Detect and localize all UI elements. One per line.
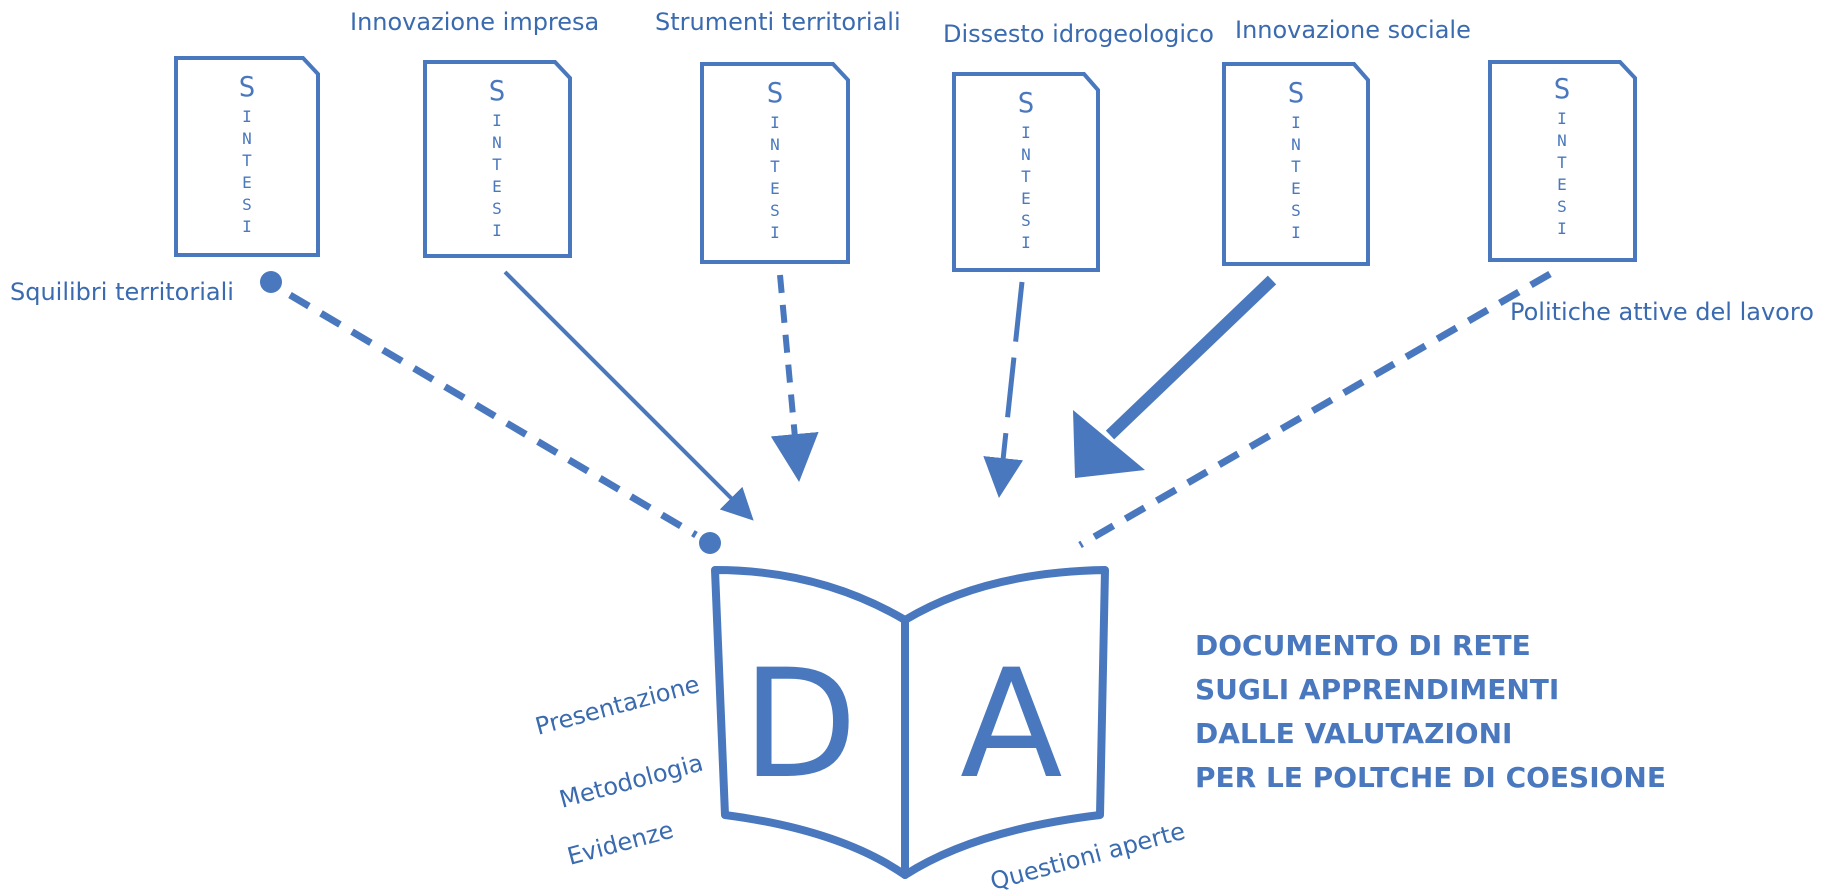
document-title-line: DOCUMENTO DI RETE [1195,629,1531,662]
letter: I [770,223,780,242]
book-icon: D A [711,566,1109,879]
letter: S [1291,201,1301,220]
letter: T [770,157,780,176]
letter: E [770,179,780,198]
label-dissesto-idrogeologico: Dissesto idrogeologico [943,20,1214,48]
letter: I [1291,223,1301,242]
letter: E [1557,175,1567,194]
letter: S [1018,86,1035,119]
sintesi-letters-4: S I N T E S I [1018,86,1035,252]
letter: T [1021,167,1031,186]
letter: I [242,107,252,126]
letter: N [770,135,780,154]
document-title-line: PER LE POLTCHE DI COESIONE [1195,761,1666,794]
letter: N [492,133,502,152]
letter: I [1291,113,1301,132]
letter: I [242,217,252,236]
label-politiche-attive-lavoro: Politiche attive del lavoro [1510,298,1814,326]
letter: N [242,129,252,148]
letter: E [242,173,252,192]
letter: S [492,199,502,218]
connector-6 [1078,270,1552,549]
connector-3 [770,274,819,482]
label-squilibri-territoriali: Squilibri territoriali [10,278,234,306]
letter: S [1557,197,1567,216]
sintesi-letters-3: S I N T E S I [767,76,784,242]
letter: I [492,221,502,240]
letter: S [489,74,506,107]
sintesi-letters-2: S I N T E S I [489,74,506,240]
label-evidenze: Evidenze [564,816,676,871]
sintesi-doc-4 [952,72,1100,272]
letter: I [770,113,780,132]
book-letter-d: D [742,638,858,812]
letter: T [242,151,252,170]
letter: S [1021,211,1031,230]
letter: N [1291,135,1301,154]
label-innovazione-sociale: Innovazione sociale [1235,16,1471,44]
letter: E [1291,179,1301,198]
letter: N [1557,131,1567,150]
sintesi-letters-1: S I N T E S I [239,70,256,236]
letter: I [492,111,502,130]
label-presentazione: Presentazione [532,670,702,741]
letter: S [770,201,780,220]
connector-1 [260,271,721,554]
sintesi-doc-3 [700,62,850,264]
document-title: DOCUMENTO DI RETE SUGLI APPRENDIMENTI DA… [1195,624,1666,800]
letter: E [492,177,502,196]
sintesi-letters-6: S I N T E S I [1554,72,1571,238]
letter: E [1021,189,1031,208]
letter: N [1021,145,1031,164]
document-title-line: SUGLI APPRENDIMENTI [1195,673,1560,706]
document-title-line: DALLE VALUTAZIONI [1195,717,1513,750]
letter: I [1021,233,1031,252]
sintesi-doc-1 [174,56,320,257]
book-letter-a: A [960,638,1063,812]
letter: I [1557,219,1567,238]
letter: I [1557,109,1567,128]
sintesi-doc-6 [1488,60,1637,262]
letter: S [767,76,784,109]
letter: T [1291,157,1301,176]
letter: T [1557,153,1567,172]
letter: I [1021,123,1031,142]
label-metodologia: Metodologia [556,749,706,814]
label-innovazione-impresa: Innovazione impresa [350,8,599,36]
connector-2 [503,270,754,521]
letter: S [242,195,252,214]
sintesi-doc-5 [1222,62,1370,266]
label-strumenti-territoriali: Strumenti territoriali [655,8,901,36]
letter: T [492,155,502,174]
sintesi-doc-2 [423,60,572,258]
letter: S [1288,76,1305,109]
connector-5 [1073,275,1277,478]
connector-4 [983,281,1025,498]
letter: S [1554,72,1571,105]
letter: S [239,70,256,103]
sintesi-letters-5: S I N T E S I [1288,76,1305,242]
